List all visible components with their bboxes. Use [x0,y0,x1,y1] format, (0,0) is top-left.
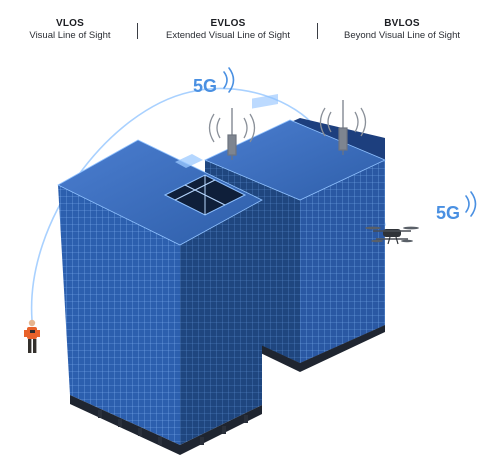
building-front-right-face [180,200,262,445]
mode-bvlos-full: Beyond Visual Line of Sight [343,30,461,41]
drone-icon [365,226,419,245]
mode-divider [317,23,318,39]
cell-tower-icon [227,100,348,160]
signal-path-operator-to-tower [30,87,319,321]
mode-vlos: VLOS Visual Line of Sight [14,18,126,42]
signal-wave-icon [223,67,477,217]
signal-label-5g-right: 5G [436,203,461,223]
mode-bvlos: BVLOS Beyond Visual Line of Sight [336,18,468,42]
operator-icon [24,319,40,353]
signal-label-5g-top: 5G [193,76,218,96]
building-front-roof [57,139,263,246]
mode-evlos-abbr: EVLOS [210,18,246,29]
signal-wave-icon [208,107,367,143]
building-front-left-face [58,185,180,445]
mode-header: VLOS Visual Line of Sight EVLOS Extended… [0,18,480,48]
mode-evlos: EVLOS Extended Visual Line of Sight [160,18,296,42]
building-rear-roof [204,119,386,201]
building-rear-side-face [300,160,385,363]
building-front [57,139,263,455]
mode-vlos-full: Visual Line of Sight [29,30,111,41]
mode-bvlos-abbr: BVLOS [384,18,420,29]
mode-divider [137,23,138,39]
mode-evlos-full: Extended Visual Line of Sight [166,30,290,41]
mode-vlos-abbr: VLOS [55,18,85,29]
